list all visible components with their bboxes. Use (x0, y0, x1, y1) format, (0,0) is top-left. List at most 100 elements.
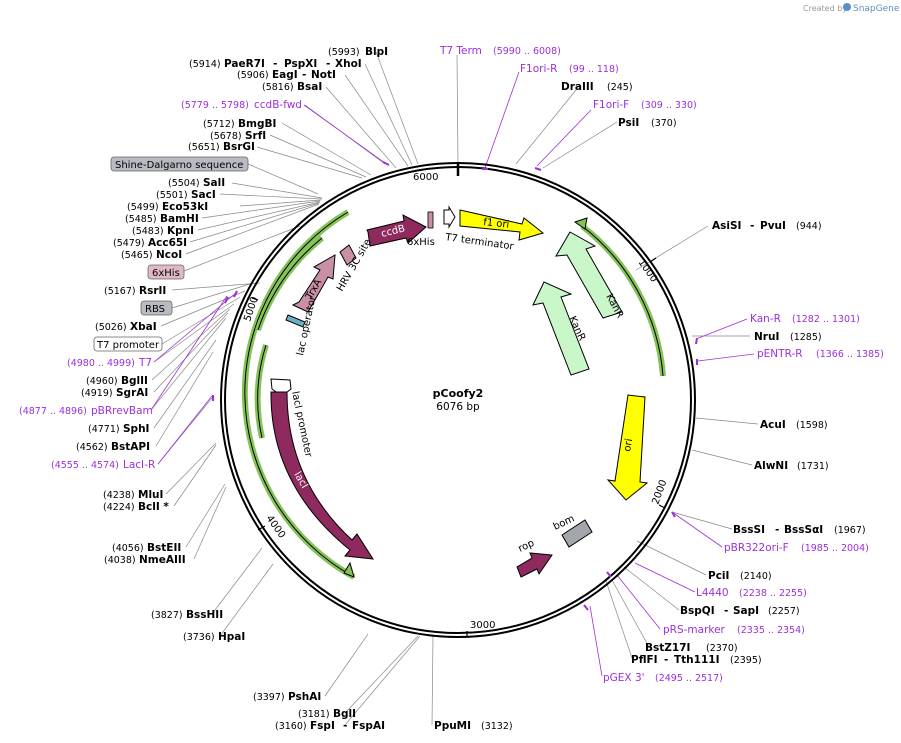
enzyme-label[interactable]: PaeR7I (224, 58, 265, 70)
primer-label[interactable]: F1ori-R (520, 63, 557, 75)
enzyme-label[interactable]: PsiI (618, 117, 639, 129)
enzyme-label[interactable]: BstZ17I (645, 642, 690, 654)
lac-mid-arc-stroke (257, 344, 267, 439)
primer-label[interactable]: LacI-R (123, 459, 155, 471)
enzyme-label[interactable]: NcoI (156, 249, 182, 261)
enzyme-label[interactable]: AlwNI (754, 460, 788, 472)
enzyme-label[interactable]: PspXI (284, 58, 317, 70)
enzyme-label[interactable]: KpnI (167, 225, 194, 237)
lac-small-arc-stroke (257, 237, 323, 331)
enzyme-label[interactable]: BspQI (680, 605, 715, 617)
leader-lines (150, 51, 759, 726)
enzyme-label[interactable]: NotI (311, 69, 336, 81)
enzyme-label[interactable]: BlpI (365, 46, 388, 58)
enzyme-label[interactable]: AsiSI (712, 220, 741, 232)
enzyme-label[interactable]: PshAI (288, 691, 321, 703)
enzyme-pos: (2257) (768, 606, 800, 617)
enzyme-pos: (4562) (76, 442, 108, 453)
enzyme-label[interactable]: DraIII (561, 81, 594, 93)
enzyme-label[interactable]: BsrGI (223, 141, 255, 153)
enzyme-pos: (4771) (88, 424, 120, 435)
primer-label[interactable]: ccdB-fwd (254, 99, 302, 111)
primer-label[interactable]: pBRrevBam (91, 405, 153, 417)
enzyme-label[interactable]: SacI (191, 189, 216, 201)
his-tag-label: 6xHis (407, 237, 435, 248)
primer-label[interactable]: pBR322ori-F (724, 542, 789, 554)
created-by-text: Created by (803, 4, 847, 13)
enzyme-pos: (5499) (127, 202, 159, 213)
enzyme-label[interactable]: NruI (754, 331, 779, 343)
enzyme-pos: (1598) (796, 420, 828, 431)
rbs-box (140, 300, 173, 316)
enzyme-pos: (1285) (790, 332, 822, 343)
enzyme-label[interactable]: HpaI (218, 631, 245, 643)
primer-label[interactable]: pRS-marker (663, 624, 726, 636)
enzyme-label[interactable]: FspAI (352, 720, 385, 732)
enzyme-label[interactable]: SrfI (245, 130, 266, 142)
primer-label[interactable]: F1ori-F (593, 99, 629, 111)
enzyme-label[interactable]: RsrII (139, 285, 166, 297)
enzyme-label[interactable]: BclI * (138, 501, 169, 513)
enzyme-pos: (3160) (275, 721, 307, 732)
enzyme-label[interactable]: BamHI (160, 213, 199, 225)
enzyme-label[interactable]: XbaI (130, 321, 157, 333)
enzyme-label[interactable]: XhoI (335, 58, 362, 70)
enzyme-label[interactable]: BssHII (186, 609, 223, 621)
enzyme-pos: (3181) (298, 709, 330, 720)
primer-label[interactable]: pGEX 3' (603, 672, 645, 684)
ori-label: ori (622, 438, 635, 453)
enzyme-label[interactable]: SalI (203, 177, 225, 189)
enzyme-label[interactable]: BmgBI (238, 118, 276, 130)
enzyme-label[interactable]: BstAPI (111, 441, 150, 453)
enzyme-label[interactable]: PvuI (760, 220, 786, 232)
enzyme-label[interactable]: BstEII (147, 542, 181, 554)
enzyme-label[interactable]: PflFI (631, 654, 658, 666)
tick-label-1000: 1000 (636, 257, 660, 284)
enzyme-sep: - (302, 69, 306, 81)
enzyme-pos: (4056) (112, 543, 144, 554)
primer-label[interactable]: T7 (138, 357, 152, 369)
enzyme-sep: - (664, 654, 668, 666)
enzyme-label[interactable]: Eco53kI (162, 201, 208, 213)
enzyme-label[interactable]: SapI (733, 605, 759, 617)
his-box (147, 264, 185, 280)
enzyme-label[interactable]: BsaI (297, 81, 322, 93)
f1-ori-feature (459, 209, 545, 241)
enzyme-label[interactable]: BssSαI (784, 524, 823, 536)
enzyme-pos: (2370) (706, 643, 738, 654)
enzyme-label[interactable]: BglI (333, 708, 356, 720)
kan-outer-arc-stroke (581, 225, 664, 377)
primer-label[interactable]: T7 Term (439, 45, 482, 57)
lac-operator-feature (285, 314, 306, 328)
primer-label[interactable]: Kan-R (750, 313, 781, 325)
enzyme-pos: (5651) (188, 142, 220, 153)
enzyme-label[interactable]: BssSI (733, 524, 765, 536)
enzyme-pos: (5993) (328, 47, 360, 58)
primer-label[interactable]: L4440 (696, 587, 729, 599)
enzyme-label[interactable]: Acc65I (148, 237, 187, 249)
enzyme-label[interactable]: MluI (138, 489, 163, 501)
enzyme-label[interactable]: Tth111I (674, 654, 719, 666)
shine-dalgarno-box (110, 156, 249, 172)
enzyme-label[interactable]: PpuMI (434, 720, 471, 732)
enzyme-label[interactable]: NmeAIII (139, 554, 186, 566)
enzyme-pos: (2395) (730, 655, 762, 666)
primer-pos: (1282 .. 1301) (792, 314, 860, 325)
lac-outer-arc-stroke (244, 211, 355, 578)
enzyme-pos: (5026) (95, 322, 127, 333)
enzyme-label[interactable]: AcuI (760, 419, 786, 431)
enzyme-sep: - (724, 605, 728, 617)
enzyme-label[interactable]: FspI (310, 720, 335, 732)
enzyme-label[interactable]: SphI (123, 423, 149, 435)
enzyme-label[interactable]: PciI (708, 570, 729, 582)
primer-label[interactable]: pENTR-R (757, 348, 803, 360)
enzyme-sep: - (273, 58, 277, 70)
enzyme-label[interactable]: EagI (272, 69, 298, 81)
enzyme-label[interactable]: BglII (121, 375, 148, 387)
enzyme-label[interactable]: SgrAI (116, 387, 148, 399)
primer-pos: (99 .. 118) (569, 64, 619, 75)
primer-pos: (4555 .. 4574) (51, 460, 119, 471)
laci-feature (270, 391, 374, 560)
